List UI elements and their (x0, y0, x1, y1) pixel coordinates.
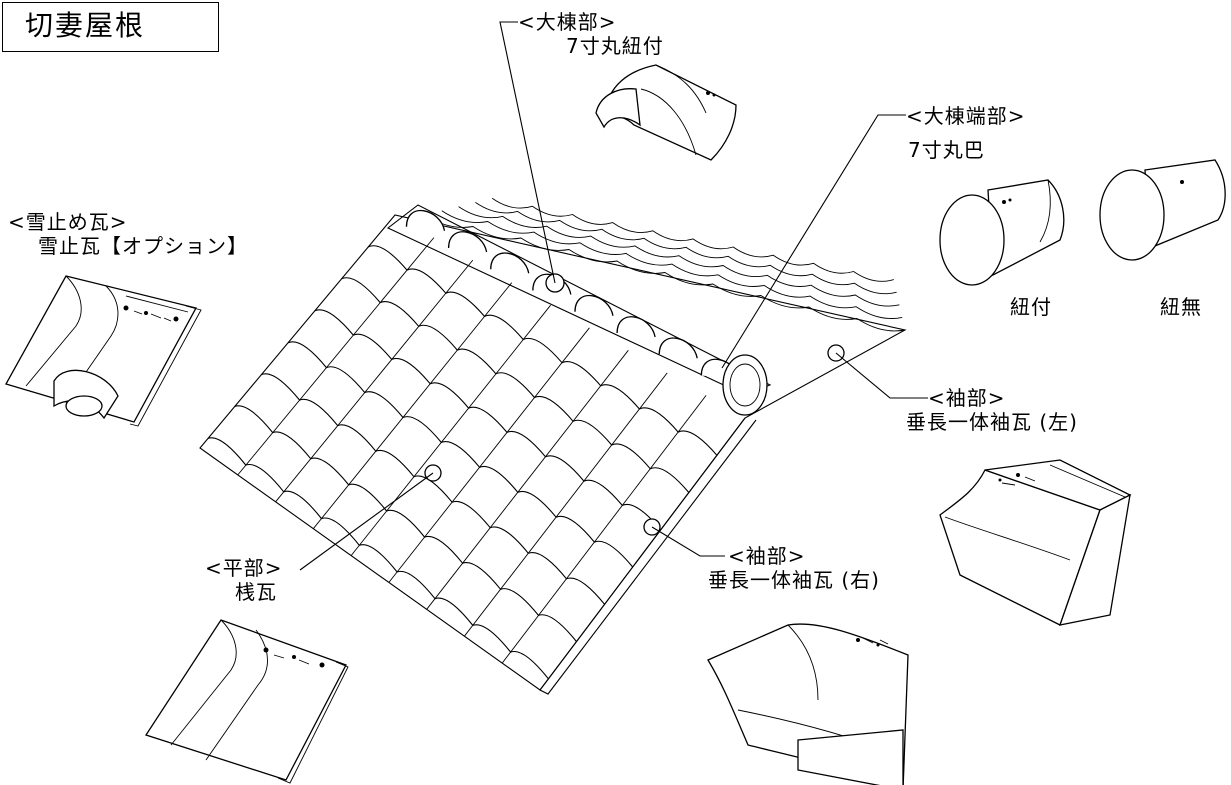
roof-row-line (207, 437, 549, 680)
label-flat-heading: <平部> (205, 556, 283, 580)
ridge-tile-segment (490, 252, 530, 274)
label-sleeve-left-name: 垂長一体袖瓦 (左) (906, 410, 1078, 434)
label-sleeve-right-heading: <袖部> (728, 544, 806, 568)
label-ridge-end-heading: <大棟端部> (906, 104, 1026, 128)
label-ridge-end-with-cord: 紐付 (1010, 295, 1052, 319)
roof-tile-rows (207, 245, 718, 680)
label-ridge: <大棟部> 7寸丸紐付 (518, 10, 664, 58)
back-row-line (441, 210, 903, 319)
roof-row-line (287, 341, 634, 568)
roof-column-line (350, 304, 551, 556)
sleeve-tile-left-icon (939, 459, 1132, 626)
roof-column-line (388, 327, 590, 583)
gable-roof-illustration (199, 197, 907, 695)
sleeve-tile-right-icon (707, 623, 909, 785)
roof-column-line (275, 259, 474, 503)
snow-stop-tile-icon (5, 275, 202, 427)
back-row-line (424, 214, 906, 332)
back-row-line (491, 197, 894, 282)
roof-column-line (312, 282, 513, 529)
label-snow-stop: <雪止め瓦> 雪止瓦【オプション】 (8, 210, 248, 258)
label-sleeve-right-name: 垂長一体袖瓦 (右) (708, 568, 880, 592)
ridge-tiles (405, 209, 740, 380)
label-ridge-end-plain: 紐無 (1160, 295, 1202, 319)
ridge-tile-segment (616, 316, 656, 338)
page-title: 切妻屋根 (2, 2, 219, 52)
roof-column-line (237, 237, 435, 476)
leader-sleeve-left (835, 352, 928, 399)
label-ridge-heading: <大棟部> (518, 10, 617, 34)
roof-column-line (426, 350, 629, 610)
leader-ridge-end (721, 114, 906, 369)
roof-column-line (464, 372, 668, 637)
roof-column-line (501, 395, 707, 664)
ridge-tile-segment (574, 294, 614, 316)
ridge-tile-segment (658, 337, 698, 359)
ridge-end-tile-with-cord-icon (939, 179, 1065, 286)
leader-lines (299, 21, 928, 571)
gable-edge (539, 417, 757, 695)
label-sleeve-left-heading: <袖部> (928, 386, 1006, 410)
ridge-end-tile-plain-icon (1099, 159, 1226, 261)
label-ridge-name: 7寸丸紐付 (566, 34, 664, 58)
roof-row-line (234, 405, 577, 642)
roof-row-line (368, 245, 718, 456)
roof-outline (199, 214, 907, 691)
label-snow-stop-name: 雪止瓦【オプション】 (38, 234, 248, 258)
label-ridge-end: <大棟端部> 7寸丸巴 (906, 104, 1026, 162)
roof-row-line (341, 277, 690, 493)
roof-tile-columns (237, 237, 707, 664)
label-flat: <平部> 桟瓦 (205, 556, 283, 604)
label-sleeve-left: <袖部> 垂長一体袖瓦 (左) (906, 386, 1078, 434)
roof-row-line (314, 309, 662, 531)
ridge-tile-segment (405, 209, 446, 231)
ridge-end-inner (729, 363, 761, 407)
leader-flat (299, 472, 434, 571)
ridge-body (386, 204, 772, 396)
back-row-line (458, 206, 900, 307)
leader-ridge (499, 21, 556, 284)
label-flat-name: 桟瓦 (235, 580, 277, 604)
flat-tile-icon (144, 619, 349, 784)
ridge-tile-segment (447, 231, 488, 253)
back-slope-rows (424, 197, 906, 332)
label-ridge-end-name: 7寸丸巴 (908, 138, 985, 162)
back-row-line (475, 202, 897, 295)
label-snow-stop-heading: <雪止め瓦> (8, 210, 128, 234)
label-sleeve-right: <袖部> 垂長一体袖瓦 (右) (708, 544, 880, 592)
leader-sleeve-right (651, 526, 725, 557)
roof-row-line (261, 373, 606, 605)
ridge-tile-icon (595, 64, 737, 161)
